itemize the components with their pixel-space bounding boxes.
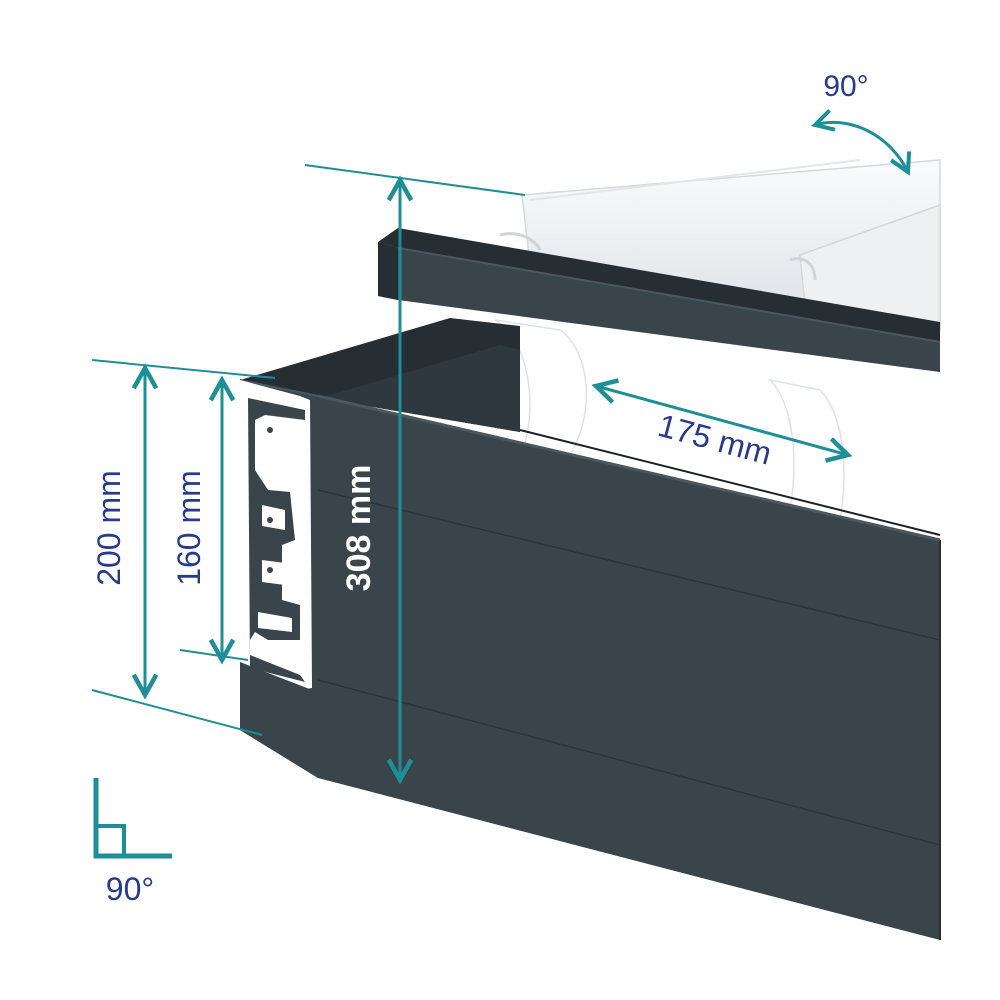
- width-175-label: 175 mm: [654, 407, 775, 472]
- gutter-interior: [240, 318, 941, 536]
- curved-double-arrow-icon: [815, 122, 908, 172]
- right-angle-icon: [93, 778, 172, 859]
- dimension-200: [91, 359, 276, 736]
- dimension-308: [304, 164, 526, 780]
- top-angle-label: 90°: [823, 70, 868, 103]
- corner-angle-label: 90°: [106, 871, 154, 907]
- base-band: [240, 662, 318, 778]
- dimension-160: [179, 380, 249, 660]
- dimension-175: [596, 386, 848, 455]
- height-308-label: 308 mm: [340, 465, 378, 592]
- height-160-label: 160 mm: [171, 470, 207, 586]
- front-fascia: [317, 394, 941, 940]
- height-200-label: 200 mm: [91, 470, 127, 586]
- profile-cross-section: [240, 380, 312, 690]
